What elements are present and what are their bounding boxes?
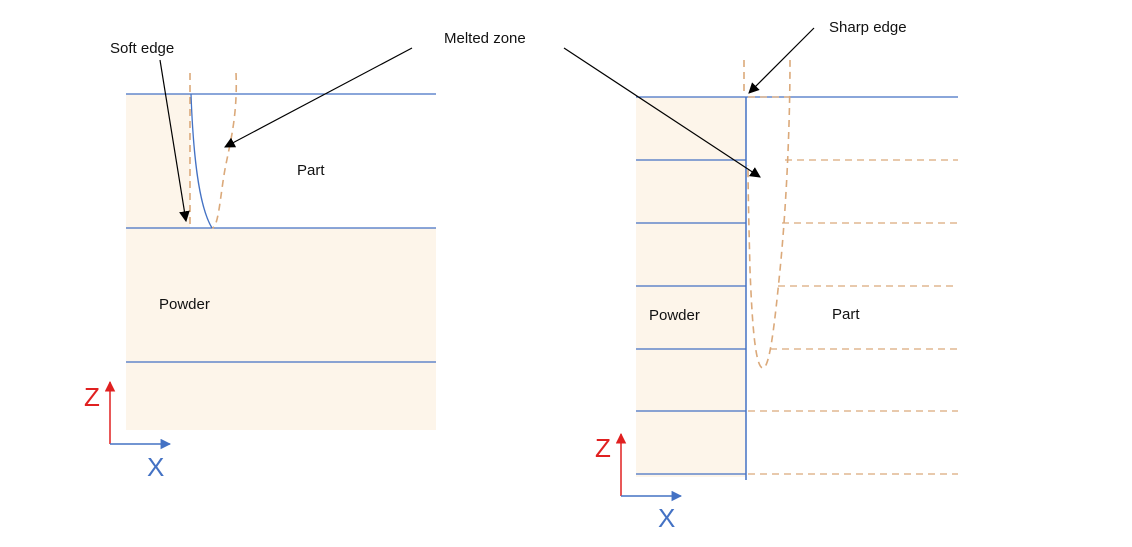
left-diagram: Soft edge Part Powder Z X: [84, 40, 436, 482]
sharp-edge-arrow: [748, 27, 815, 94]
melted-zone-arrow-left: [224, 47, 413, 148]
sharp-edge-label: Sharp edge: [829, 19, 907, 36]
soft-edge-arrow: [159, 59, 190, 223]
melted-zone-label: Melted zone: [444, 30, 526, 47]
powder-label-left: Powder: [159, 296, 210, 313]
left-melt-dash-curve: [211, 72, 238, 229]
part-label-right: Part: [832, 306, 860, 323]
part-label-left: Part: [297, 162, 325, 179]
left-powder-top-strip: [126, 94, 190, 228]
melted-zone-arrow-right: [563, 47, 761, 178]
soft-edge-label: Soft edge: [110, 40, 174, 57]
right-melt-dash-curve: [747, 59, 791, 369]
powder-label-right: Powder: [649, 307, 700, 324]
left-powder-region: [126, 228, 436, 430]
left-x-axis-label: X: [147, 452, 164, 482]
right-diagram: Sharp edge Powder Part Z X: [563, 19, 958, 533]
left-z-axis-label: Z: [84, 382, 100, 412]
right-powder-region: [636, 97, 746, 477]
right-x-axis-label: X: [658, 503, 675, 533]
right-z-axis-label: Z: [595, 433, 611, 463]
left-soft-edge-curve: [190, 93, 213, 229]
